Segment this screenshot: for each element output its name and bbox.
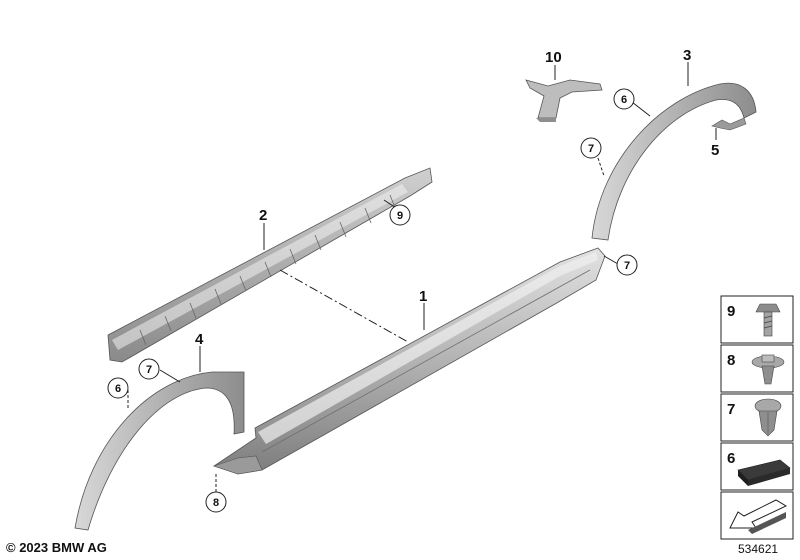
circle-callout-7-right: 7 — [616, 254, 638, 276]
part-3-rear-arch-trim — [591, 82, 757, 241]
legend-item-7: 7 — [720, 393, 794, 442]
circle-7-left-label: 7 — [146, 364, 152, 376]
circle-9-label: 9 — [397, 210, 403, 222]
circle-callout-6-top: 6 — [613, 88, 635, 110]
foam-pad-icon — [737, 459, 791, 486]
callout-part-5: 5 — [711, 142, 719, 159]
callout-part-4: 4 — [195, 331, 204, 348]
legend-8-label: 8 — [727, 352, 735, 369]
legend-item-6: 6 — [720, 442, 794, 491]
copyright-text: © 2023 BMW AG — [6, 540, 107, 555]
circle-callout-7-left: 7 — [138, 358, 160, 380]
circle-6-left-label: 6 — [115, 383, 121, 395]
circle-callout-6-left: 6 — [107, 377, 129, 399]
legend-item-arrow — [720, 491, 794, 540]
circle-callout-7-top: 7 — [580, 137, 602, 159]
circle-7-top-label: 7 — [588, 143, 594, 155]
callout-part-1: 1 — [419, 288, 427, 305]
part-5-clip — [711, 117, 747, 131]
legend-7-label: 7 — [727, 401, 735, 418]
circle-7-right-label: 7 — [624, 260, 630, 272]
circle-6-top-label: 6 — [621, 94, 627, 106]
part-10-bracket — [525, 79, 603, 122]
part-4-front-arch-trim — [74, 371, 245, 531]
clip-nut-icon — [751, 354, 785, 385]
screw-icon — [755, 303, 781, 337]
legend-item-9: 9 — [720, 295, 794, 344]
legend-panel: 9 8 7 — [720, 295, 794, 540]
direction-arrow-icon — [729, 499, 788, 534]
circle-8-label: 8 — [213, 497, 219, 509]
callout-part-2: 2 — [259, 207, 267, 224]
leader-lines — [127, 62, 717, 492]
diagram-id: 534621 — [738, 542, 779, 556]
part-1-side-sill — [213, 247, 606, 475]
expanding-rivet-icon — [754, 398, 782, 437]
circle-callout-8: 8 — [205, 491, 227, 513]
circle-callout-9: 9 — [389, 204, 411, 226]
legend-9-label: 9 — [727, 303, 735, 320]
callout-part-3: 3 — [683, 47, 691, 64]
legend-6-label: 6 — [727, 450, 735, 467]
callout-part-10: 10 — [545, 49, 562, 66]
legend-item-8: 8 — [720, 344, 794, 393]
part-2-bracket-rail — [107, 167, 433, 363]
